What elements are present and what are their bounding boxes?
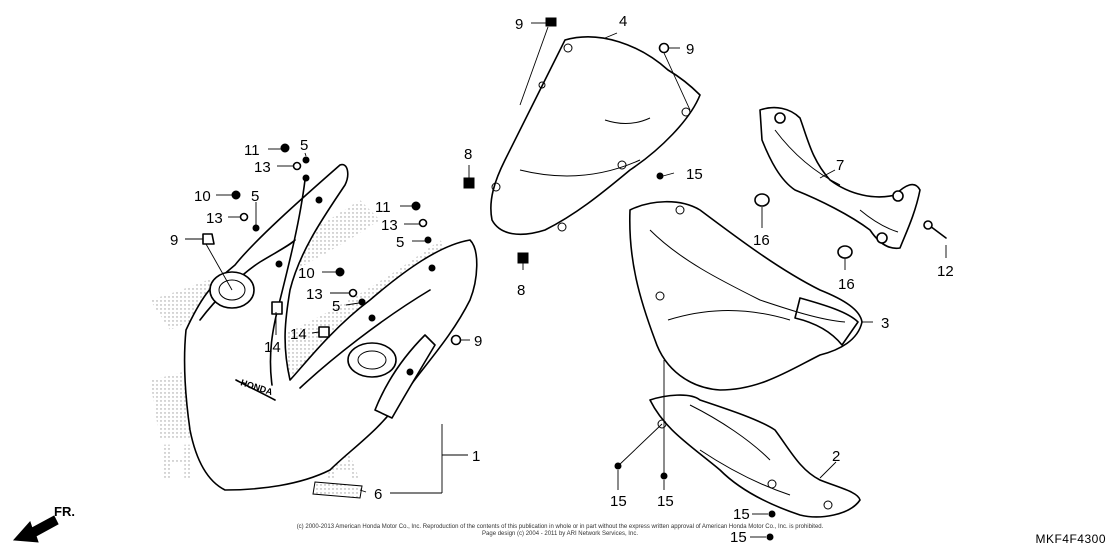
callout-2: 2 <box>832 448 840 465</box>
callout-15-bottom-mid: 15 <box>657 493 674 510</box>
callout-15-bottom-right-2: 15 <box>730 529 747 546</box>
rubber-strip-part-6 <box>312 481 363 499</box>
callout-16-left: 16 <box>753 232 770 249</box>
callout-9-mid: 9 <box>474 333 482 350</box>
front-direction-arrow: FR. <box>12 504 75 543</box>
callout-11-right: 11 <box>375 199 391 216</box>
cowl-stay-part-7 <box>759 106 921 250</box>
callout-7: 7 <box>836 157 844 174</box>
arrow-down-left-icon <box>12 515 59 543</box>
callout-13-mid: 13 <box>306 286 323 303</box>
windscreen-part-4 <box>490 36 701 236</box>
inner-panel-part-3 <box>628 200 863 391</box>
callout-9-top-right: 9 <box>686 41 694 58</box>
callout-9-left: 9 <box>170 232 178 249</box>
part-diagram-code: MKF4F4300 <box>1035 532 1106 546</box>
callout-5-left: 5 <box>251 188 259 205</box>
fr-label: FR. <box>54 504 75 519</box>
callout-10-left: 10 <box>194 188 211 205</box>
callout-13-left: 13 <box>206 210 223 227</box>
callout-3: 3 <box>881 315 889 332</box>
callout-8-bottom: 8 <box>517 282 525 299</box>
hardware-fasteners <box>202 17 947 541</box>
callout-15-top: 15 <box>686 166 703 183</box>
callout-6: 6 <box>374 486 382 503</box>
leader-lines <box>185 22 947 538</box>
inner-cover-part-2 <box>649 394 861 518</box>
callout-14-left: 14 <box>264 339 281 356</box>
callout-14-mid: 14 <box>290 326 307 343</box>
callout-12: 12 <box>937 263 954 280</box>
upper-cowl-part-1: HONDA <box>183 163 478 491</box>
callout-5-right: 5 <box>396 234 404 251</box>
callout-15-bottom-right-1: 15 <box>733 506 750 523</box>
callouts: 9 4 9 8 8 11 5 13 10 5 13 9 11 13 5 10 1… <box>170 13 954 546</box>
callout-11-left: 11 <box>244 142 260 159</box>
callout-16-right: 16 <box>838 276 855 293</box>
callout-10-mid: 10 <box>298 265 315 282</box>
callout-4: 4 <box>619 13 627 30</box>
callout-15-bottom-left: 15 <box>610 493 627 510</box>
callout-1: 1 <box>472 448 480 465</box>
copyright-line-1: (c) 2000-2013 American Honda Motor Co., … <box>296 524 824 530</box>
callout-5-mid: 5 <box>332 298 340 315</box>
callout-8-top: 8 <box>464 146 472 163</box>
callout-5-top: 5 <box>300 137 308 154</box>
copyright-line-2: Page design (c) 2004 - 2011 by ARI Netwo… <box>482 531 638 537</box>
callout-13-right: 13 <box>381 217 398 234</box>
callout-9-top-left: 9 <box>515 16 523 33</box>
callout-13-top: 13 <box>254 159 271 176</box>
